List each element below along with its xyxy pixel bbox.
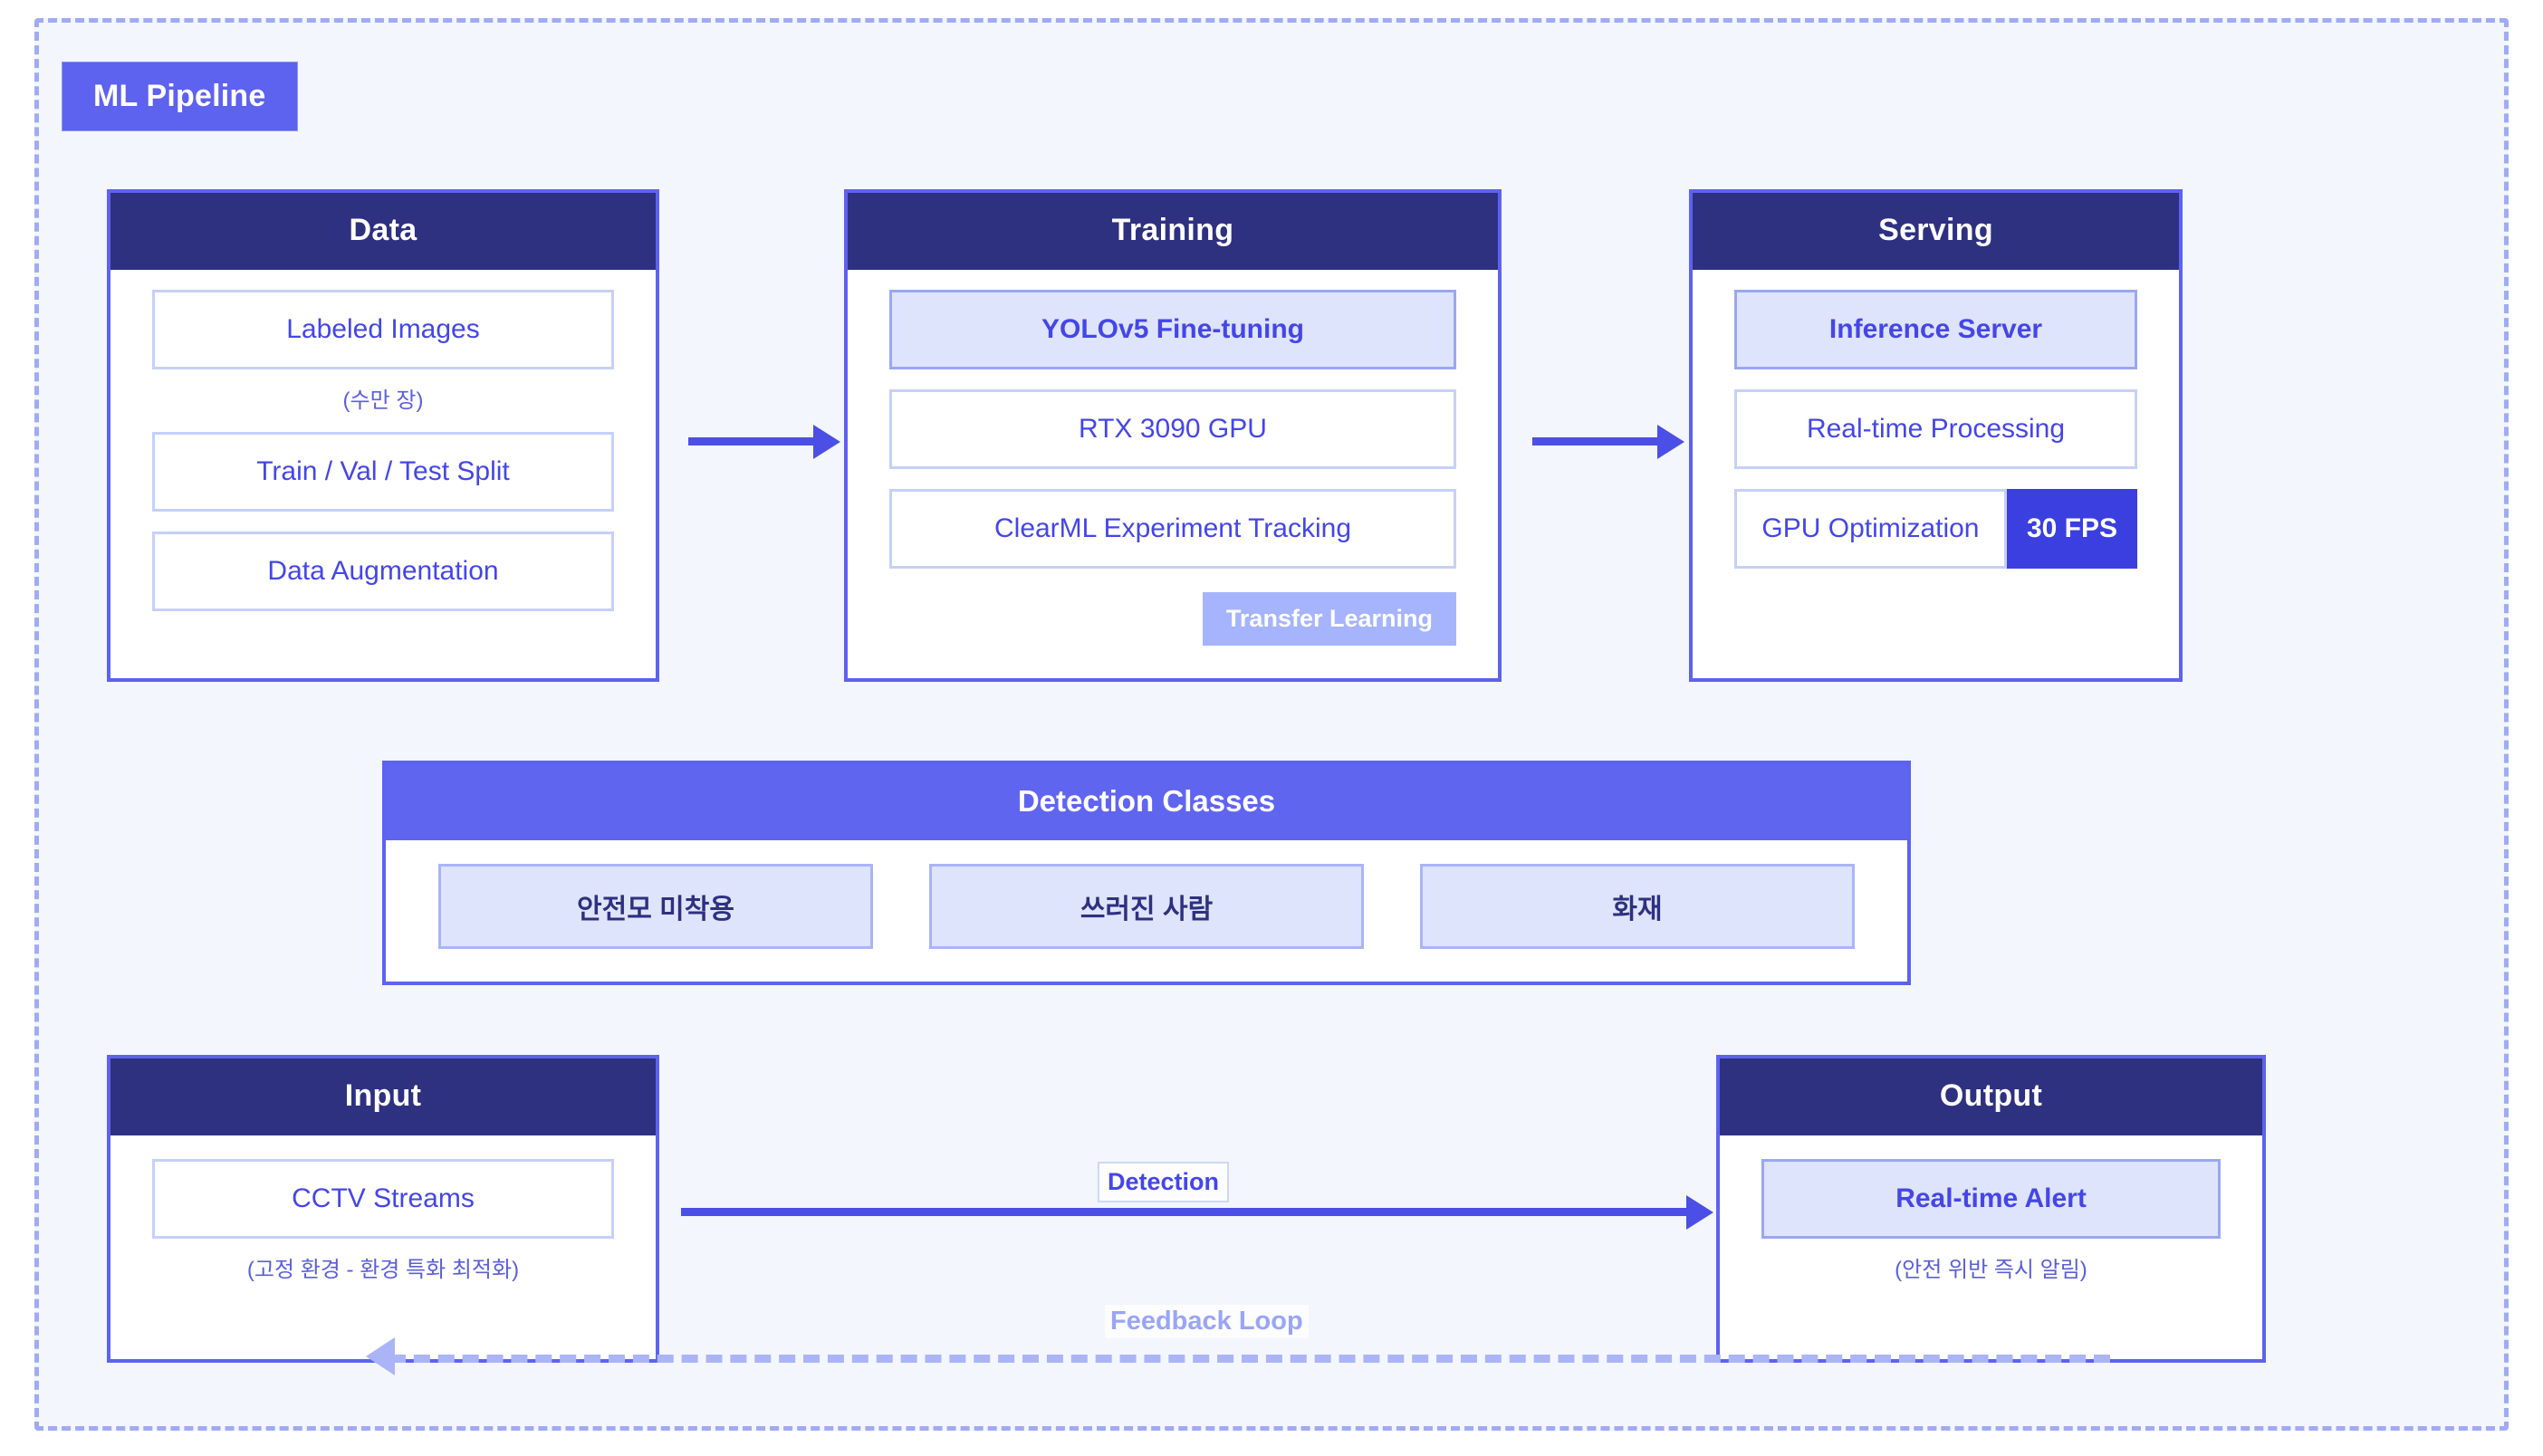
- stage-body-training: YOLOv5 Fine-tuning RTX 3090 GPU ClearML …: [848, 270, 1498, 673]
- item-train-val-test-split[interactable]: Train / Val / Test Split: [152, 432, 614, 512]
- detection-classes-title: Detection Classes: [386, 764, 1907, 840]
- stage-body-data: Labeled Images (수만 장) Train / Val / Test…: [110, 270, 656, 658]
- stage-card-serving[interactable]: Serving Inference Server Real-time Proce…: [1689, 189, 2183, 682]
- arrow-data-to-training-icon: [688, 437, 815, 445]
- caption-data-volume: (수만 장): [342, 388, 424, 413]
- item-yolov5-fine-tuning[interactable]: YOLOv5 Fine-tuning: [889, 290, 1456, 369]
- io-card-output[interactable]: Output Real-time Alert (안전 위반 즉시 알림): [1716, 1055, 2266, 1363]
- caption-output-alert: (안전 위반 즉시 알림): [1895, 1258, 2087, 1282]
- detection-classes-panel[interactable]: Detection Classes 안전모 미착용 쓰러진 사람 화재: [382, 761, 1911, 985]
- class-chip-helmet[interactable]: 안전모 미착용: [438, 864, 873, 949]
- label-feedback-loop: Feedback Loop: [1105, 1305, 1309, 1338]
- item-data-augmentation[interactable]: Data Augmentation: [152, 532, 614, 611]
- stage-title-training: Training: [848, 193, 1498, 270]
- badge-fps: 30 FPS: [2006, 489, 2137, 569]
- item-clearml-experiment-tracking[interactable]: ClearML Experiment Tracking: [889, 489, 1456, 569]
- item-inference-server[interactable]: Inference Server: [1734, 290, 2137, 369]
- item-gpu-optimization[interactable]: GPU Optimization: [1734, 489, 2007, 569]
- item-real-time-alert[interactable]: Real-time Alert: [1761, 1159, 2221, 1239]
- io-body-input: CCTV Streams (고정 환경 - 환경 특화 최적화): [110, 1135, 656, 1328]
- item-cctv-streams[interactable]: CCTV Streams: [152, 1159, 614, 1239]
- feedback-loop-line: [389, 1355, 2110, 1363]
- badge-transfer-learning: Transfer Learning: [1202, 592, 1456, 646]
- item-labeled-images[interactable]: Labeled Images: [152, 290, 614, 369]
- detection-classes-row: 안전모 미착용 쓰러진 사람 화재: [386, 840, 1907, 949]
- io-title-output: Output: [1720, 1058, 2262, 1135]
- class-chip-fire[interactable]: 화재: [1420, 864, 1855, 949]
- stage-title-data: Data: [110, 193, 656, 270]
- arrow-input-to-output-icon: [681, 1208, 1688, 1216]
- feedback-loop-arrow-icon: [366, 1337, 395, 1375]
- stage-card-data[interactable]: Data Labeled Images (수만 장) Train / Val /…: [107, 189, 659, 682]
- io-body-output: Real-time Alert (안전 위반 즉시 알림): [1720, 1135, 2262, 1328]
- class-chip-fallen-person[interactable]: 쓰러진 사람: [929, 864, 1364, 949]
- io-card-input[interactable]: Input CCTV Streams (고정 환경 - 환경 특화 최적화): [107, 1055, 659, 1363]
- serving-gpu-row: GPU Optimization 30 FPS: [1734, 489, 2137, 569]
- caption-input-environment: (고정 환경 - 환경 특화 최적화): [246, 1258, 520, 1282]
- stage-body-serving: Inference Server Real-time Processing GP…: [1693, 270, 2179, 616]
- stage-title-serving: Serving: [1693, 193, 2179, 270]
- item-rtx-3090-gpu[interactable]: RTX 3090 GPU: [889, 389, 1456, 469]
- item-real-time-processing[interactable]: Real-time Processing: [1734, 389, 2137, 469]
- label-detection: Detection: [1098, 1162, 1230, 1202]
- stage-card-training[interactable]: Training YOLOv5 Fine-tuning RTX 3090 GPU…: [844, 189, 1502, 682]
- io-title-input: Input: [110, 1058, 656, 1135]
- ml-pipeline-badge: ML Pipeline: [62, 62, 298, 131]
- arrow-training-to-serving-icon: [1532, 437, 1659, 445]
